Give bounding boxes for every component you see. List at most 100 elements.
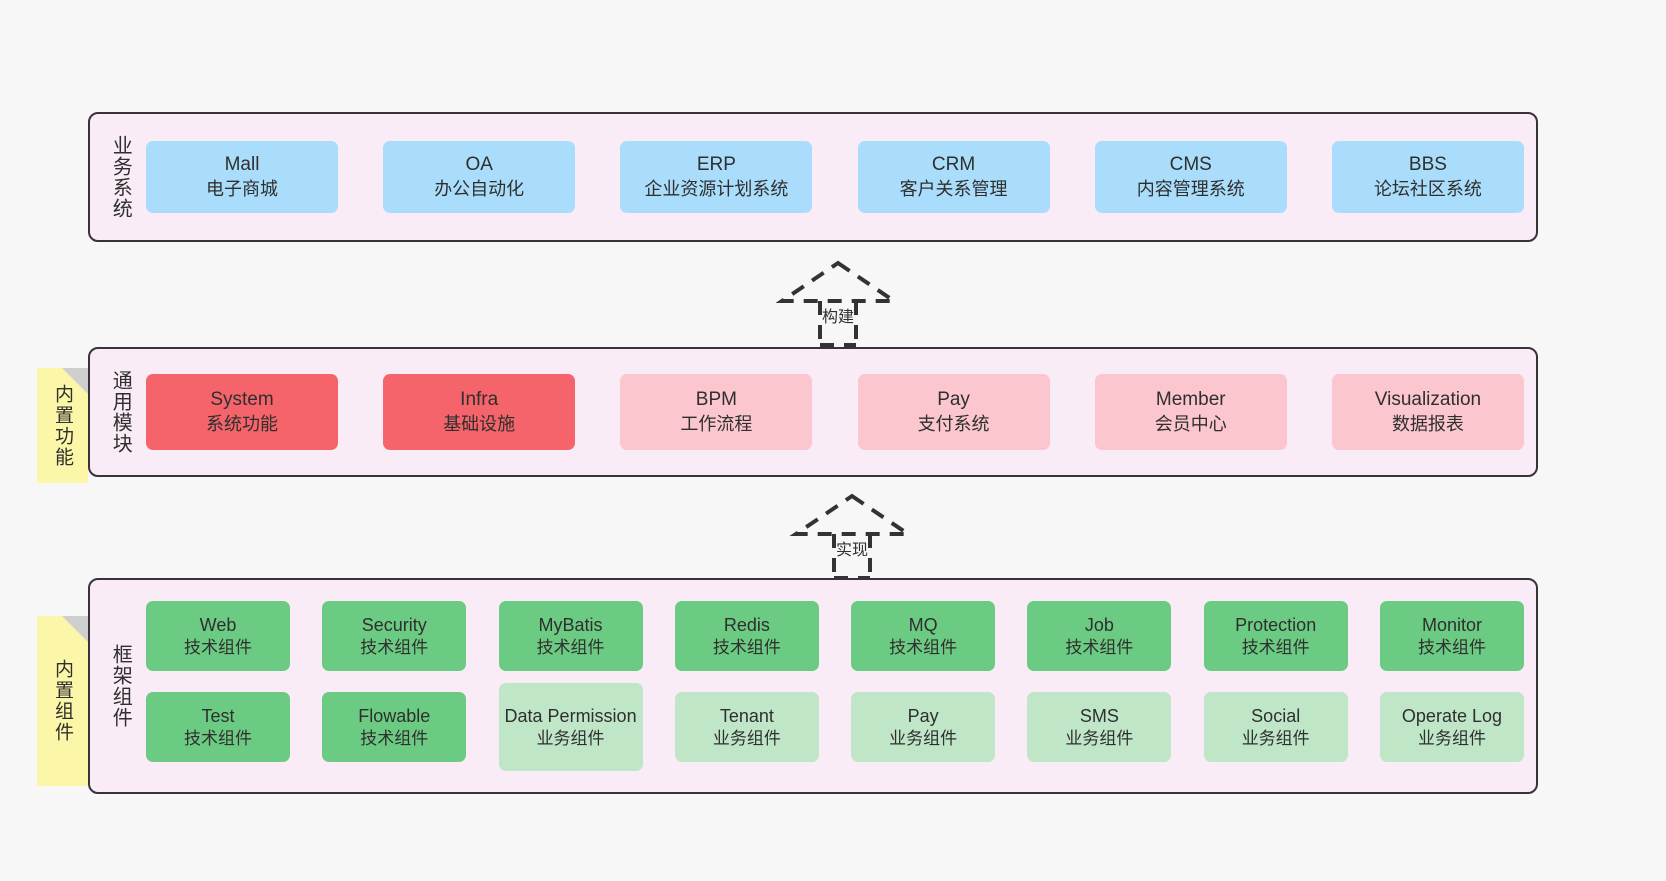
card-web-cn: 技术组件 <box>184 637 252 657</box>
card-bpm[interactable]: BPM 工作流程 <box>620 374 813 450</box>
card-data-permission-cn: 业务组件 <box>536 728 605 748</box>
arrow-build-glyph <box>775 260 901 347</box>
card-member[interactable]: Member 会员中心 <box>1094 374 1287 450</box>
card-sms-cn: 业务组件 <box>1065 728 1134 748</box>
arrow-implement: 实现 <box>772 490 932 580</box>
card-protection-en: Protection <box>1235 614 1317 635</box>
card-crm[interactable]: CRM 客户关系管理 <box>857 141 1050 213</box>
card-bpm-cn: 工作流程 <box>680 413 753 434</box>
card-protection[interactable]: Protection 技术组件 <box>1203 601 1348 671</box>
card-operate-log[interactable]: Operate Log 业务组件 <box>1379 692 1524 762</box>
card-redis-en: Redis <box>723 614 770 635</box>
card-pay-module[interactable]: Pay 支付系统 <box>857 374 1050 450</box>
card-monitor[interactable]: Monitor 技术组件 <box>1379 601 1524 671</box>
card-flowable[interactable]: Flowable 技术组件 <box>322 692 467 762</box>
card-infra-en: Infra <box>460 389 499 411</box>
arrow-implement-glyph <box>789 493 915 580</box>
card-operate-log-en: Operate Log <box>1401 705 1502 726</box>
card-erp-cn: 企业资源计划系统 <box>644 178 789 199</box>
card-mq[interactable]: MQ 技术组件 <box>851 601 996 671</box>
card-cms-en: CMS <box>1169 154 1212 176</box>
card-job-en: Job <box>1084 614 1114 635</box>
card-oa-cn: 办公自动化 <box>434 178 525 199</box>
framework-row-tech: Web 技术组件 Security 技术组件 MyBatis 技术组件 Redi… <box>146 601 1524 671</box>
layer-common-modules-title: 通用模块 <box>109 370 132 454</box>
card-pay-module-en: Pay <box>937 389 970 411</box>
card-tenant-en: Tenant <box>719 705 774 726</box>
card-bbs[interactable]: BBS 论坛社区系统 <box>1331 141 1524 213</box>
card-flowable-cn: 技术组件 <box>360 728 429 748</box>
card-sms[interactable]: SMS 业务组件 <box>1027 692 1172 762</box>
card-bbs-en: BBS <box>1408 154 1447 176</box>
card-crm-cn: 客户关系管理 <box>899 178 1008 199</box>
card-test-cn: 技术组件 <box>184 728 252 748</box>
card-member-en: Member <box>1155 389 1226 411</box>
card-cms-cn: 内容管理系统 <box>1136 178 1245 199</box>
card-protection-cn: 技术组件 <box>1241 637 1310 657</box>
card-tenant[interactable]: Tenant 业务组件 <box>674 692 819 762</box>
card-crm-en: CRM <box>931 154 976 176</box>
card-system-cn: 系统功能 <box>206 413 278 434</box>
card-job[interactable]: Job 技术组件 <box>1027 601 1172 671</box>
card-infra-cn: 基础设施 <box>443 413 516 434</box>
layer-common-modules: 通用模块 System 系统功能 Infra 基础设施 BPM 工作流程 Pay… <box>88 347 1538 477</box>
card-cms[interactable]: CMS 内容管理系统 <box>1094 141 1287 213</box>
card-erp[interactable]: ERP 企业资源计划系统 <box>620 141 813 213</box>
note-builtin-features: 内置功能 <box>37 368 88 483</box>
card-erp-en: ERP <box>696 154 736 176</box>
card-security-en: Security <box>361 614 427 635</box>
card-visualization-cn: 数据报表 <box>1391 413 1464 434</box>
layer-business-systems: 业务系统 Mall 电子商城 OA 办公自动化 ERP 企业资源计划系统 CRM… <box>88 112 1538 242</box>
card-job-cn: 技术组件 <box>1065 637 1134 657</box>
card-infra[interactable]: Infra 基础设施 <box>383 374 576 450</box>
card-data-permission[interactable]: Data Permission 业务组件 <box>498 683 643 771</box>
layer-business-systems-title: 业务系统 <box>109 135 132 219</box>
card-web-en: Web <box>199 614 237 635</box>
card-security[interactable]: Security 技术组件 <box>322 601 467 671</box>
card-mall-en: Mall <box>224 154 260 176</box>
card-oa-en: OA <box>465 154 493 176</box>
card-tenant-cn: 业务组件 <box>712 728 781 748</box>
card-social-en: Social <box>1251 705 1301 726</box>
card-mall-cn: 电子商城 <box>206 178 278 199</box>
card-system[interactable]: System 系统功能 <box>146 374 338 450</box>
arrow-build-label: 构建 <box>821 309 855 326</box>
card-security-cn: 技术组件 <box>360 637 429 657</box>
card-test-en: Test <box>201 705 235 726</box>
arrow-implement-label: 实现 <box>835 542 869 559</box>
card-mall[interactable]: Mall 电子商城 <box>146 141 338 213</box>
card-pay-component-en: Pay <box>907 705 939 726</box>
card-mybatis-en: MyBatis <box>538 614 603 635</box>
layer-framework-components-title: 框架组件 <box>109 644 132 728</box>
card-social-cn: 业务组件 <box>1241 728 1310 748</box>
layer-framework-components-cards: Web 技术组件 Security 技术组件 MyBatis 技术组件 Redi… <box>142 580 1536 792</box>
layer-business-systems-cards: Mall 电子商城 OA 办公自动化 ERP 企业资源计划系统 CRM 客户关系… <box>142 114 1536 240</box>
card-mq-cn: 技术组件 <box>889 637 958 657</box>
card-web[interactable]: Web 技术组件 <box>146 601 290 671</box>
card-flowable-en: Flowable <box>358 705 431 726</box>
card-pay-component[interactable]: Pay 业务组件 <box>851 692 996 762</box>
card-bbs-cn: 论坛社区系统 <box>1373 178 1482 199</box>
card-mybatis[interactable]: MyBatis 技术组件 <box>498 601 643 671</box>
card-operate-log-cn: 业务组件 <box>1417 728 1486 748</box>
layer-framework-components: 框架组件 Web 技术组件 Security 技术组件 MyBatis 技术组件… <box>88 578 1538 794</box>
layer-common-modules-cards: System 系统功能 Infra 基础设施 BPM 工作流程 Pay 支付系统… <box>142 349 1536 475</box>
card-social[interactable]: Social 业务组件 <box>1203 692 1348 762</box>
card-mybatis-cn: 技术组件 <box>536 637 605 657</box>
card-member-cn: 会员中心 <box>1154 413 1227 434</box>
card-pay-component-cn: 业务组件 <box>889 728 958 748</box>
card-sms-en: SMS <box>1079 705 1119 726</box>
note-builtin-components: 内置组件 <box>37 616 88 786</box>
card-redis-cn: 技术组件 <box>712 637 781 657</box>
card-pay-module-cn: 支付系统 <box>917 413 990 434</box>
card-data-permission-en: Data Permission <box>504 705 637 726</box>
card-redis[interactable]: Redis 技术组件 <box>674 601 819 671</box>
card-monitor-en: Monitor <box>1421 614 1482 635</box>
card-monitor-cn: 技术组件 <box>1417 637 1486 657</box>
card-system-en: System <box>210 389 274 411</box>
card-bpm-en: BPM <box>695 389 737 411</box>
card-visualization[interactable]: Visualization 数据报表 <box>1331 374 1524 450</box>
card-test[interactable]: Test 技术组件 <box>146 692 290 762</box>
card-oa[interactable]: OA 办公自动化 <box>383 141 576 213</box>
